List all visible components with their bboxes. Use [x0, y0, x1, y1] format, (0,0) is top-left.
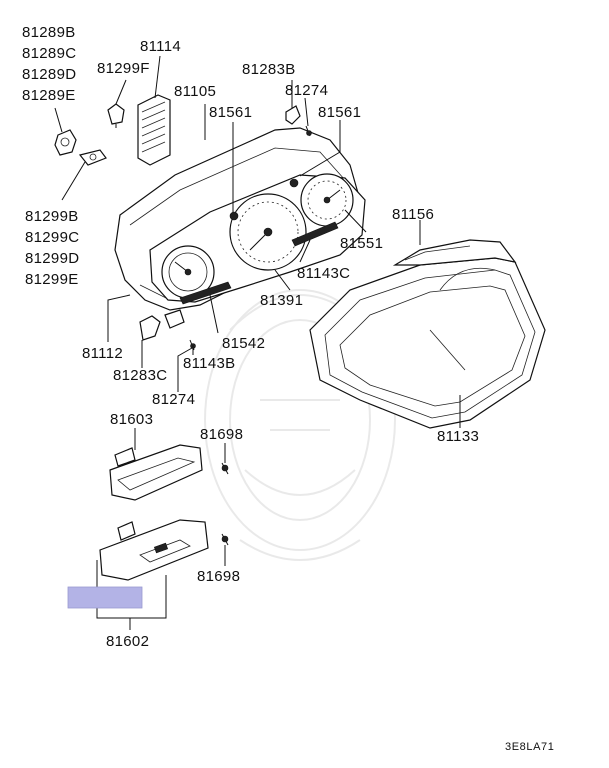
label-81114: 81114 — [140, 38, 181, 55]
label-81289C: 81289C — [22, 45, 76, 62]
label-81551: 81551 — [340, 235, 383, 252]
bulb-socket-81289 — [54, 129, 77, 156]
print-strip-81143C — [291, 221, 339, 247]
circuit-board-81114 — [137, 94, 171, 166]
cluster-dial-plate — [149, 173, 366, 303]
label-81299F: 81299F — [97, 60, 150, 77]
label-81289D: 81289D — [22, 66, 76, 83]
label-81542: 81542 — [222, 335, 265, 352]
label-81112: 81112 — [82, 345, 123, 362]
label-81602: 81602 — [106, 633, 149, 650]
part-labels: 81289B 81289C 81289D 81289E 81114 81299F… — [22, 24, 554, 753]
screw-81698-a — [221, 462, 229, 475]
label-81105: 81105 — [174, 83, 216, 100]
highlight-box — [67, 586, 143, 609]
bulb-81299F — [107, 103, 125, 128]
switch-body-81602 — [99, 519, 209, 581]
label-81289E: 81289E — [22, 87, 76, 104]
label-81299E: 81299E — [25, 271, 79, 288]
diagram-code: 3E8LA71 — [505, 741, 554, 753]
label-81283C: 81283C — [113, 367, 167, 384]
label-81603: 81603 — [110, 411, 153, 428]
watermark-emblem — [204, 289, 396, 561]
cluster-lens-81133 — [309, 257, 546, 429]
bulb-81299 — [78, 149, 107, 166]
screw-81274-top — [305, 125, 312, 137]
label-81143B: 81143B — [183, 355, 235, 372]
bracket-81283B — [285, 105, 301, 125]
label-81283B: 81283B — [242, 61, 296, 78]
label-81698-b: 81698 — [197, 568, 240, 585]
label-81143C: 81143C — [297, 265, 350, 282]
label-81289B: 81289B — [22, 24, 76, 41]
label-81299B: 81299B — [25, 208, 79, 225]
label-81561-a: 81561 — [209, 104, 252, 121]
label-81561-b: 81561 — [318, 104, 361, 121]
label-81156: 81156 — [392, 206, 434, 223]
print-strip-81542 — [179, 281, 232, 305]
label-81133: 81133 — [437, 428, 479, 445]
screw-81698-b — [221, 533, 229, 546]
label-81299C: 81299C — [25, 229, 79, 246]
switch-panel-81603 — [109, 444, 203, 501]
label-81698-a: 81698 — [200, 426, 243, 443]
label-81274-bottom: 81274 — [152, 391, 195, 408]
bracket-81283C — [139, 309, 185, 341]
label-81274-top: 81274 — [285, 82, 328, 99]
cluster-hood-81156 — [392, 239, 517, 266]
label-81299D: 81299D — [25, 250, 79, 267]
label-81391: 81391 — [260, 292, 303, 309]
